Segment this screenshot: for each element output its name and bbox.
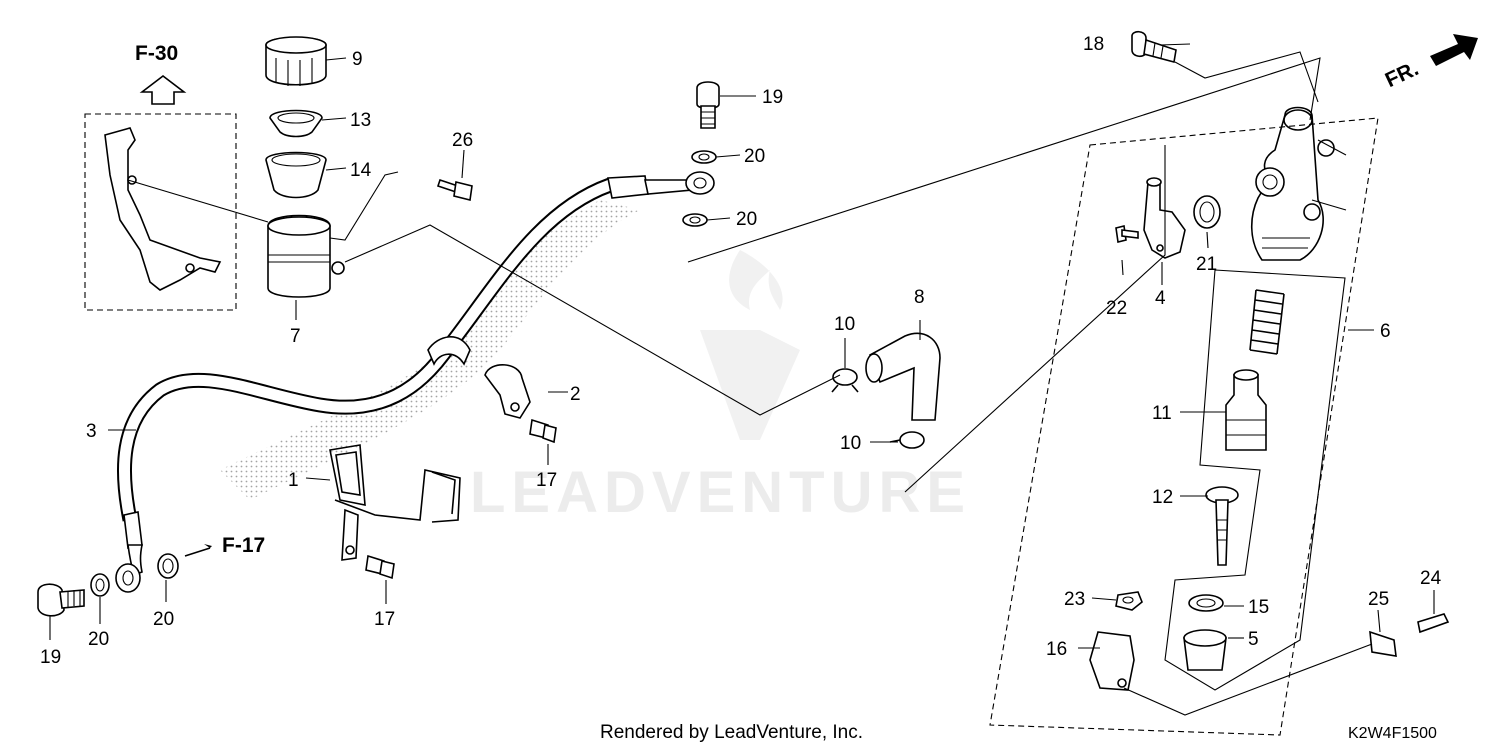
callout-10-lower: 10 bbox=[840, 433, 861, 454]
callout-19-upper: 19 bbox=[762, 87, 783, 108]
callout-6: 6 bbox=[1380, 321, 1391, 342]
callout-12: 12 bbox=[1152, 487, 1173, 508]
fr-label: FR. bbox=[1382, 57, 1422, 92]
callouts: 9 13 14 26 7 19 20 20 18 21 22 4 6 8 10 … bbox=[40, 34, 1442, 668]
bolt-17-lower bbox=[365, 554, 395, 580]
callout-8: 8 bbox=[914, 287, 925, 308]
callout-13: 13 bbox=[350, 110, 371, 131]
lock-nut bbox=[1115, 591, 1143, 611]
callout-16: 16 bbox=[1046, 639, 1067, 660]
callout-20-lower-a: 20 bbox=[88, 629, 109, 650]
f17-reference: F-17 bbox=[184, 534, 265, 557]
watermark-text: LEADVENTURE bbox=[470, 460, 971, 525]
f17-label: F-17 bbox=[222, 534, 265, 557]
callout-20-upper-b: 20 bbox=[736, 209, 757, 230]
banjo-bolt-upper bbox=[696, 81, 720, 129]
front-arrow-icon bbox=[1430, 34, 1478, 66]
callout-4: 4 bbox=[1155, 288, 1166, 309]
callout-20-upper-a: 20 bbox=[744, 146, 765, 167]
f30-reference: F-30 bbox=[135, 42, 187, 105]
callout-10-upper: 10 bbox=[834, 314, 855, 335]
watermark: LEADVENTURE bbox=[470, 250, 971, 525]
callout-18: 18 bbox=[1083, 34, 1104, 55]
oring-21 bbox=[1193, 195, 1221, 229]
callout-7: 7 bbox=[290, 326, 301, 347]
hose-clamp bbox=[484, 364, 531, 419]
callout-22: 22 bbox=[1106, 298, 1127, 319]
reservoir-hose bbox=[115, 171, 715, 593]
right-arrow-icon bbox=[204, 544, 212, 552]
callout-24: 24 bbox=[1420, 568, 1442, 589]
reservoir-cap bbox=[265, 36, 327, 86]
leader-lines bbox=[49, 43, 1435, 716]
hose-clip-upper bbox=[831, 368, 859, 393]
wire-guide bbox=[329, 444, 461, 561]
callout-17-upper: 17 bbox=[536, 470, 557, 491]
push-rod bbox=[1205, 486, 1239, 566]
cotter-pin bbox=[1417, 613, 1450, 634]
dust-boot bbox=[1183, 629, 1227, 671]
joint-clip bbox=[1369, 630, 1397, 657]
front-indicator: FR. bbox=[1382, 34, 1478, 92]
elbow-hose bbox=[865, 332, 941, 421]
diaphragm-plate bbox=[269, 109, 323, 138]
hose-shading bbox=[220, 200, 640, 500]
f30-label: F-30 bbox=[135, 42, 178, 65]
callout-5: 5 bbox=[1248, 629, 1259, 650]
callout-20-lower-b: 20 bbox=[153, 609, 174, 630]
callout-11: 11 bbox=[1152, 403, 1172, 424]
screw-22 bbox=[1115, 225, 1139, 243]
callout-9: 9 bbox=[352, 49, 363, 70]
callout-1: 1 bbox=[288, 470, 299, 491]
callout-23: 23 bbox=[1064, 589, 1085, 610]
cylinder-bolt-18 bbox=[1131, 30, 1177, 63]
diagram-code: K2W4F1500 bbox=[1348, 725, 1437, 742]
callout-15: 15 bbox=[1248, 597, 1269, 618]
reservoir-tank bbox=[267, 214, 345, 298]
snap-ring bbox=[1188, 594, 1224, 612]
screw-26 bbox=[436, 178, 473, 201]
bracket-group bbox=[84, 113, 237, 311]
hose-clip-lower bbox=[889, 431, 925, 449]
footer-credit: Rendered by LeadVenture, Inc. bbox=[600, 722, 863, 743]
callout-26: 26 bbox=[452, 130, 473, 151]
callout-25: 25 bbox=[1368, 589, 1389, 610]
callout-17-lower: 17 bbox=[374, 609, 395, 630]
callout-2: 2 bbox=[570, 384, 581, 405]
callout-21: 21 bbox=[1196, 254, 1217, 275]
bolt-17-upper bbox=[529, 418, 557, 444]
return-spring bbox=[1249, 289, 1285, 355]
up-arrow-icon bbox=[139, 74, 187, 105]
diaphragm bbox=[265, 151, 327, 199]
callout-19-lower: 19 bbox=[40, 647, 61, 668]
banjo-bolt-lower bbox=[37, 583, 85, 617]
assembly-frame bbox=[989, 117, 1379, 736]
washers-lower bbox=[90, 553, 179, 597]
master-cylinder-body bbox=[1250, 106, 1335, 261]
piston bbox=[1225, 369, 1267, 451]
pushrod-joint bbox=[1089, 631, 1135, 691]
callout-14: 14 bbox=[350, 160, 372, 181]
callout-3: 3 bbox=[86, 421, 97, 442]
